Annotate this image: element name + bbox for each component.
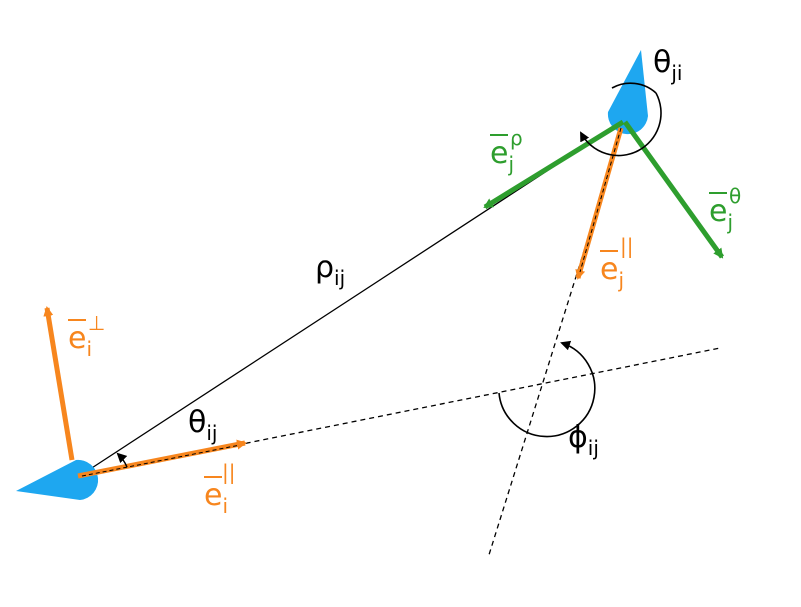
theta-ij-label: θij xyxy=(188,405,217,445)
e-i-parallel-label: ei|| xyxy=(204,460,236,518)
e-j-parallel-label: ej|| xyxy=(600,234,634,292)
e-i-perp-label: ei⊥ xyxy=(68,311,105,361)
rho-ij-label: ρij xyxy=(315,250,345,290)
svg-text:ei||: ei|| xyxy=(204,460,236,518)
svg-text:ejθ: ejθ xyxy=(709,184,741,234)
e-j-theta-arrow xyxy=(622,120,725,259)
phi-ij-label: ϕij xyxy=(568,420,599,460)
e-i-parallel-arrow xyxy=(77,439,247,479)
theta-ji-arc-top xyxy=(611,82,657,94)
agent-i-icon xyxy=(16,459,99,500)
theta-ji-arc xyxy=(580,92,662,157)
theta-ij-arc xyxy=(116,452,128,468)
svg-text:ei⊥: ei⊥ xyxy=(68,311,105,361)
e-i-parallel-dash xyxy=(81,444,241,477)
e-j-rho-arrow xyxy=(483,119,625,210)
e-j-parallel-dash xyxy=(579,127,622,273)
phi-ij-arc xyxy=(498,340,596,438)
svg-text:ej||: ej|| xyxy=(600,234,634,292)
theta-ji-label: θji xyxy=(653,45,682,85)
agent-j-icon xyxy=(607,50,648,135)
e-i-perp-arrow xyxy=(43,306,75,461)
svg-text:ejρ: ejρ xyxy=(490,126,523,176)
e-j-theta-label: ejθ xyxy=(709,184,741,234)
e-j-rho-label: ejρ xyxy=(490,126,523,176)
